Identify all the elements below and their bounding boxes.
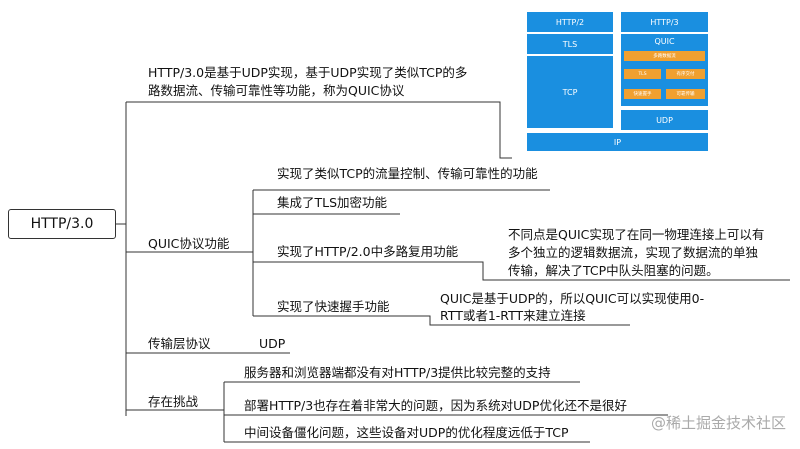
challenge-item-2: 部署HTTP/3也存在着非常大的问题，因为系统对UDP优化还不是很好 (244, 398, 627, 413)
challenges-label: 存在挑战 (148, 394, 199, 409)
root-label: HTTP/3.0 (30, 216, 94, 232)
quic-part-tls: TLS (624, 69, 661, 79)
quic-part-reliable: 可靠传输 (666, 89, 705, 99)
handshake-note-1: QUIC是基于UDP的，所以QUIC可以实现使用0- (440, 291, 705, 306)
multiplex-note-1: 不同点是QUIC实现了在同一物理连接上可以有 (508, 227, 765, 242)
quic-item-3: 实现了HTTP/2.0中多路复用功能 (277, 244, 459, 259)
stack-tls: TLS (527, 34, 613, 54)
quic-label: QUIC协议功能 (148, 236, 230, 251)
handshake-note-2: RTT或者1-RTT来建立连接 (440, 308, 586, 323)
stack-quic-label: QUIC (654, 37, 675, 46)
multiplex-note-3: 传输，解决了TCP中队头阻塞的问题。 (508, 263, 719, 278)
watermark: @稀土掘金技术社区 (650, 414, 786, 432)
stack-tcp: TCP (527, 56, 613, 128)
branch1-line1: HTTP/3.0是基于UDP实现，基于UDP实现了类似TCP的多 (148, 65, 468, 80)
quic-item-4: 实现了快速握手功能 (277, 299, 390, 314)
root-node: HTTP/3.0 (8, 209, 116, 239)
stack-http3: HTTP/3 (621, 12, 708, 32)
stack-udp: UDP (621, 110, 708, 130)
quic-part-streams: 多路数据流 (624, 51, 705, 61)
stack-http2: HTTP/2 (527, 12, 613, 32)
quic-part-handshake: 快速握手 (624, 89, 661, 99)
quic-part-ordered: 有序交付 (666, 69, 705, 79)
multiplex-note-2: 多个独立的逻辑数据流，实现了数据流的单独 (508, 245, 759, 260)
stack-ip: IP (527, 133, 708, 151)
challenge-item-3: 中间设备僵化问题，这些设备对UDP的优化程度远低于TCP (244, 425, 569, 440)
quic-item-2: 集成了TLS加密功能 (277, 195, 388, 210)
transport-value: UDP (259, 336, 286, 351)
quic-item-1: 实现了类似TCP的流量控制、传输可靠性的功能 (277, 166, 538, 181)
branch1-line2: 路数据流、传输可靠性等功能，称为QUIC协议 (148, 83, 405, 98)
transport-label: 传输层协议 (148, 336, 211, 351)
challenge-item-1: 服务器和浏览器端都没有对HTTP/3提供比较完整的支持 (244, 365, 551, 380)
